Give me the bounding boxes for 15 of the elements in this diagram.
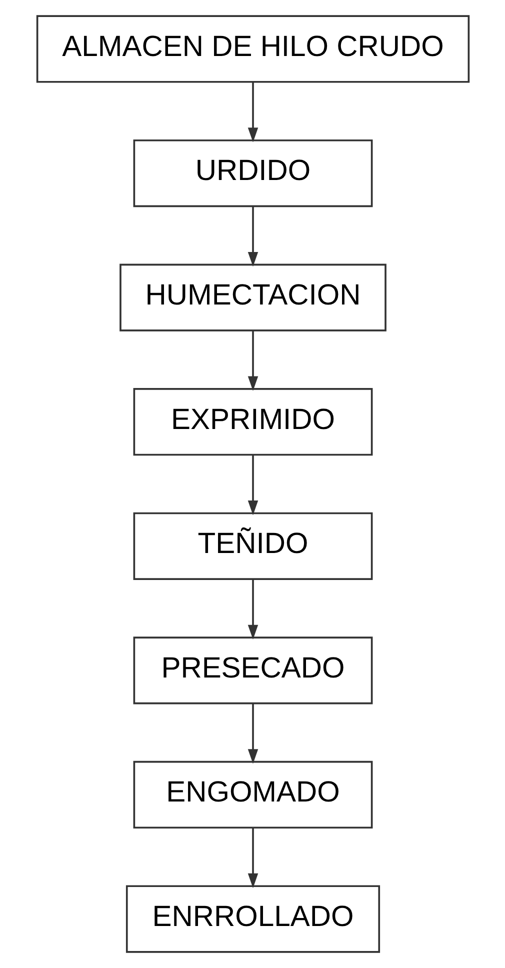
node-box: URDIDO: [132, 139, 372, 208]
node-box: PRESECADO: [132, 636, 372, 704]
node-box: ENGOMADO: [132, 760, 372, 829]
arrow: [247, 580, 258, 640]
node-box: EXPRIMIDO: [132, 388, 372, 456]
arrow: [247, 455, 258, 516]
arrow: [247, 206, 258, 267]
arrow: [247, 828, 258, 888]
arrow: [247, 331, 258, 391]
node-box: TEÑIDO: [132, 512, 372, 580]
node-box: ENRROLLADO: [125, 885, 380, 953]
node-box: ALMACEN DE HILO CRUDO: [36, 15, 470, 83]
arrow: [247, 82, 258, 142]
arrow: [247, 704, 258, 764]
node-box: HUMECTACION: [119, 264, 386, 332]
